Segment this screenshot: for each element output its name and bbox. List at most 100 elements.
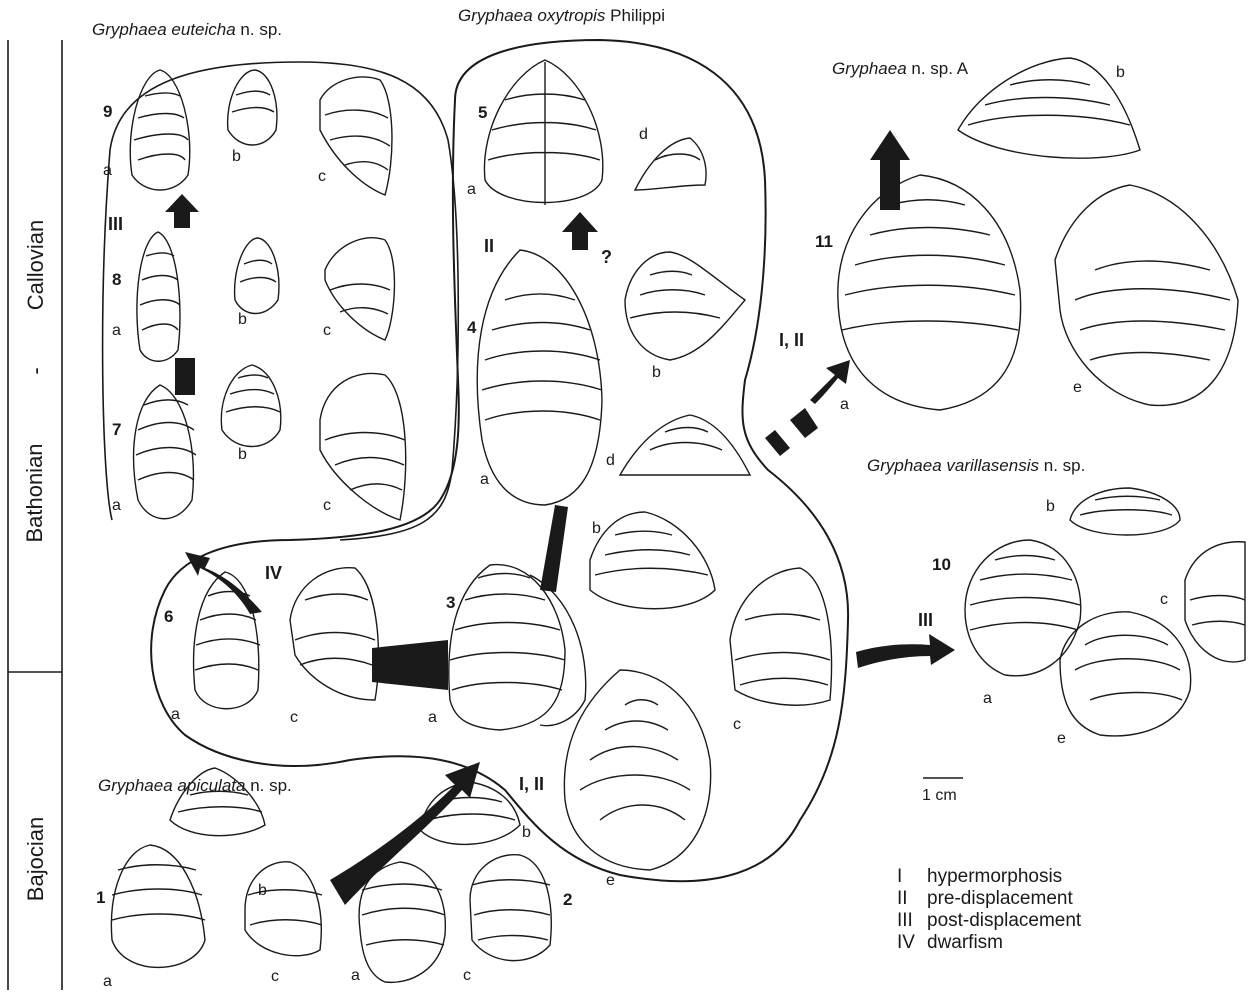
shell-11a bbox=[838, 175, 1021, 410]
shell-3a bbox=[449, 565, 586, 730]
heterochrony-label-i-ii: I, II bbox=[779, 330, 804, 351]
specimen-number-5: 5 bbox=[478, 103, 487, 123]
view-letter: c bbox=[318, 168, 326, 186]
heterochrony-label-iv: IV bbox=[265, 563, 282, 584]
species-epithet: oxytropis bbox=[537, 6, 605, 25]
heterochrony-label-iii: III bbox=[918, 610, 933, 631]
group-outline bbox=[103, 40, 848, 881]
view-letter: a bbox=[983, 690, 992, 708]
specimen-number-11: 11 bbox=[815, 232, 833, 252]
shell-8c bbox=[325, 238, 394, 340]
shell-4d bbox=[620, 415, 750, 475]
specimen-number-2: 2 bbox=[563, 890, 572, 910]
view-letter: b bbox=[1116, 64, 1125, 82]
view-letter: c bbox=[733, 716, 741, 734]
view-letter: e bbox=[606, 872, 615, 890]
stage-bajocian: Bajocian bbox=[23, 809, 49, 909]
species-nsp-a: Gryphaea n. sp. A bbox=[832, 59, 968, 79]
specimen-number-1: 1 bbox=[96, 888, 105, 908]
view-letter: a bbox=[351, 967, 360, 985]
view-letter: b bbox=[238, 446, 247, 464]
species-varillasensis: Gryphaea varillasensis n. sp. bbox=[867, 456, 1085, 476]
legend-code: III bbox=[897, 910, 927, 932]
specimen-number-7: 7 bbox=[112, 420, 121, 440]
species-genus: Gryphaea bbox=[832, 59, 907, 78]
heterochrony-label-question: ? bbox=[601, 247, 612, 268]
view-letter: b bbox=[592, 520, 601, 538]
shell-1a bbox=[111, 845, 205, 967]
scale-label: 1 cm bbox=[922, 787, 957, 805]
view-letter: a bbox=[103, 162, 112, 180]
shell-6a bbox=[194, 572, 260, 709]
shell-3e bbox=[564, 670, 710, 870]
specimen-number-4: 4 bbox=[467, 318, 476, 338]
legend-text: pre-displacement bbox=[927, 888, 1073, 910]
shell-2a bbox=[359, 862, 445, 982]
view-letter: a bbox=[480, 471, 489, 489]
legend-code: I bbox=[897, 866, 927, 888]
shell-9b bbox=[228, 70, 277, 145]
view-letter: a bbox=[467, 181, 476, 199]
shell-11e bbox=[1055, 185, 1238, 405]
shell-5a bbox=[484, 60, 602, 205]
species-epithet: varillasensis bbox=[946, 456, 1039, 475]
shell-3c bbox=[730, 568, 831, 705]
view-letter: a bbox=[112, 497, 121, 515]
specimen-number-9: 9 bbox=[103, 102, 112, 122]
view-letter: e bbox=[1057, 730, 1066, 748]
legend-code: IV bbox=[897, 932, 927, 954]
view-letter: c bbox=[463, 967, 471, 985]
species-genus: Gryphaea bbox=[92, 20, 167, 39]
view-letter: b bbox=[652, 364, 661, 382]
stage-bathonian: Bathonian bbox=[22, 438, 48, 548]
shell-11b bbox=[958, 58, 1140, 158]
shell-7c bbox=[320, 373, 406, 520]
legend-text: hypermorphosis bbox=[927, 866, 1062, 888]
species-epithet: euteicha bbox=[171, 20, 235, 39]
species-suffix: n. sp. A bbox=[911, 59, 968, 78]
view-letter: c bbox=[271, 968, 279, 986]
species-genus: Gryphaea bbox=[98, 776, 173, 795]
species-suffix: n. sp. bbox=[1044, 456, 1086, 475]
heterochrony-label-iii: III bbox=[108, 214, 123, 235]
shell-10a bbox=[965, 540, 1081, 676]
fossil-sketches bbox=[111, 58, 1245, 982]
heterochrony-label-ii: II bbox=[484, 236, 494, 257]
shell-5d bbox=[635, 138, 706, 190]
legend-code: II bbox=[897, 888, 927, 910]
view-letter: a bbox=[103, 973, 112, 991]
shell-8a bbox=[137, 232, 180, 361]
species-genus: Gryphaea bbox=[458, 6, 533, 25]
shell-10b bbox=[1070, 488, 1180, 535]
view-letter: b bbox=[1046, 498, 1055, 516]
view-letter: a bbox=[171, 706, 180, 724]
species-suffix: n. sp. bbox=[240, 20, 282, 39]
specimen-number-8: 8 bbox=[112, 270, 121, 290]
shell-9c bbox=[320, 77, 392, 195]
species-genus: Gryphaea bbox=[867, 456, 942, 475]
shell-4b bbox=[625, 252, 745, 360]
shell-10c bbox=[1185, 542, 1245, 662]
species-euteicha: Gryphaea euteicha n. sp. bbox=[92, 20, 282, 40]
view-letter: b bbox=[238, 311, 247, 329]
shell-8b bbox=[235, 238, 279, 314]
view-letter: a bbox=[428, 709, 437, 727]
shell-7a bbox=[134, 385, 196, 519]
view-letter: d bbox=[606, 452, 615, 470]
shell-9a bbox=[130, 70, 189, 190]
stage-dash: - bbox=[23, 351, 49, 391]
shell-4a bbox=[477, 250, 602, 505]
view-letter: c bbox=[290, 709, 298, 727]
shell-3b bbox=[590, 512, 715, 609]
view-letter: b bbox=[258, 882, 267, 900]
species-apiculata: Gryphaea apiculata n. sp. bbox=[98, 776, 292, 796]
specimen-number-6: 6 bbox=[164, 607, 173, 627]
species-suffix: n. sp. bbox=[250, 776, 292, 795]
species-suffix: Philippi bbox=[610, 6, 665, 25]
